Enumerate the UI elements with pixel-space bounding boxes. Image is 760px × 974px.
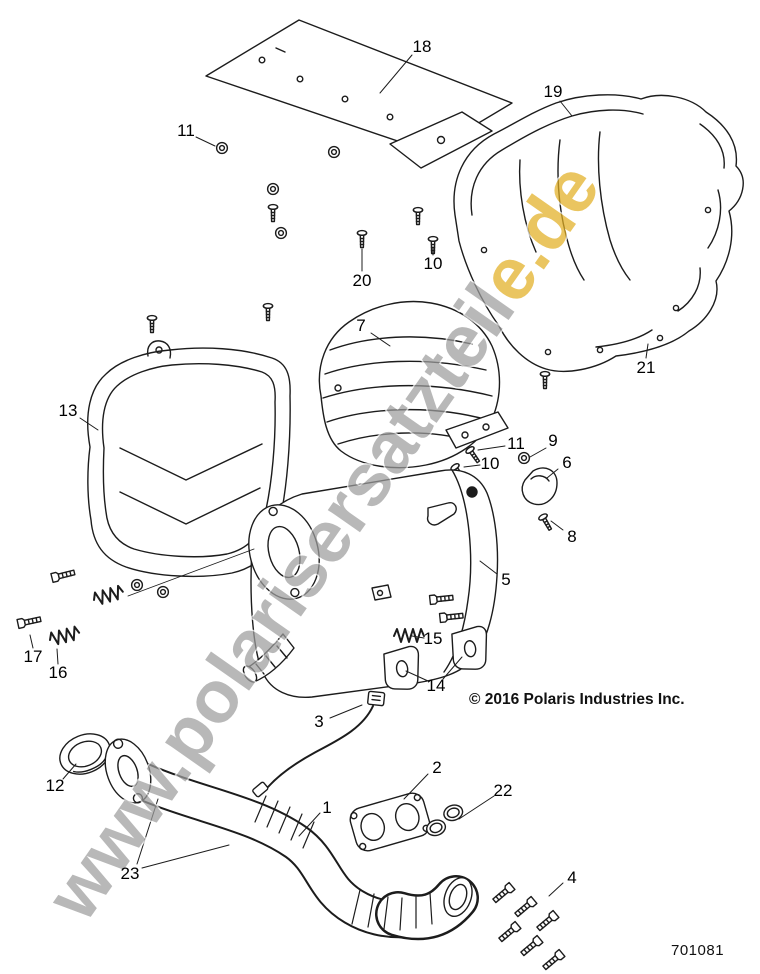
- part-7-heat-shield-muffler: [318, 300, 509, 469]
- callout-19: 19: [543, 82, 563, 101]
- callout-23: 23: [120, 864, 140, 883]
- callout-10-top: 10: [423, 254, 443, 273]
- part-2-gasket: [349, 792, 431, 852]
- callout-20: 20: [352, 271, 372, 290]
- part-18-heat-shield-plate: [205, 19, 513, 169]
- callout-11-top: 11: [177, 121, 195, 140]
- callout-22: 22: [493, 781, 513, 800]
- callout-9: 9: [548, 431, 558, 450]
- leader-lines: [29, 54, 649, 897]
- callout-6: 6: [562, 453, 572, 472]
- callout-21: 21: [636, 358, 656, 377]
- callout-3: 3: [314, 712, 324, 731]
- callout-14: 14: [426, 676, 446, 695]
- callout-12: 12: [45, 776, 65, 795]
- callout-17: 17: [23, 647, 43, 666]
- part-22-o-rings: [426, 804, 464, 837]
- part-13-heat-shield-side: [87, 340, 291, 599]
- part-3-sensor-harness: [252, 690, 386, 798]
- callout-11-mid: 11: [507, 434, 525, 453]
- part-12-cap: [59, 733, 111, 775]
- part-1-head-pipe: [104, 738, 479, 941]
- part-5-muffler: [242, 469, 499, 698]
- callout-16: 16: [48, 663, 68, 682]
- callout-7: 7: [356, 316, 366, 335]
- copyright-notice: © 2016 Polaris Industries Inc.: [469, 691, 685, 708]
- callout-1: 1: [322, 798, 332, 817]
- callout-15: 15: [423, 629, 443, 648]
- diagram-number: 701081: [671, 942, 725, 959]
- callout-4: 4: [567, 868, 577, 887]
- part-4-bolts: [490, 881, 566, 972]
- part-19-heat-shield-upper: [453, 94, 744, 372]
- callout-13: 13: [58, 401, 78, 420]
- callout-10-mid: 10: [480, 454, 500, 473]
- callout-5: 5: [501, 570, 511, 589]
- callout-18: 18: [412, 37, 432, 56]
- callout-8: 8: [567, 527, 577, 546]
- callout-2: 2: [432, 758, 442, 777]
- springs-and-bolts-16-17: [16, 548, 255, 647]
